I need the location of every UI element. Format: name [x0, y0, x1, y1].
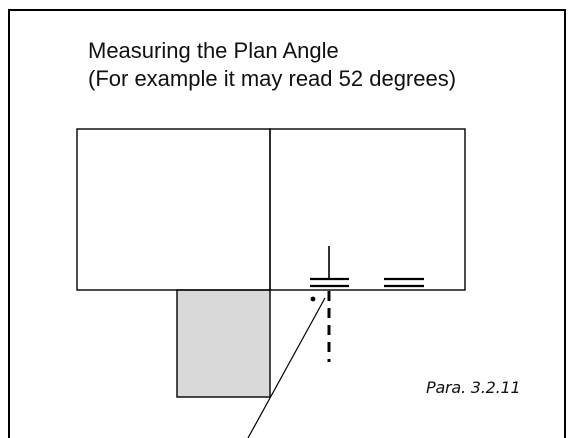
title-line-1: Measuring the Plan Angle [88, 38, 339, 63]
angled-measure-line [247, 297, 326, 438]
paragraph-reference: Para. 3.2.11 [426, 378, 521, 397]
outer-frame [8, 9, 566, 438]
shaded-panel [176, 289, 271, 398]
dot-marker [310, 296, 316, 302]
right-box [269, 128, 466, 291]
title-line-2: (For example it may read 52 degrees) [88, 66, 457, 91]
left-box [76, 128, 271, 291]
